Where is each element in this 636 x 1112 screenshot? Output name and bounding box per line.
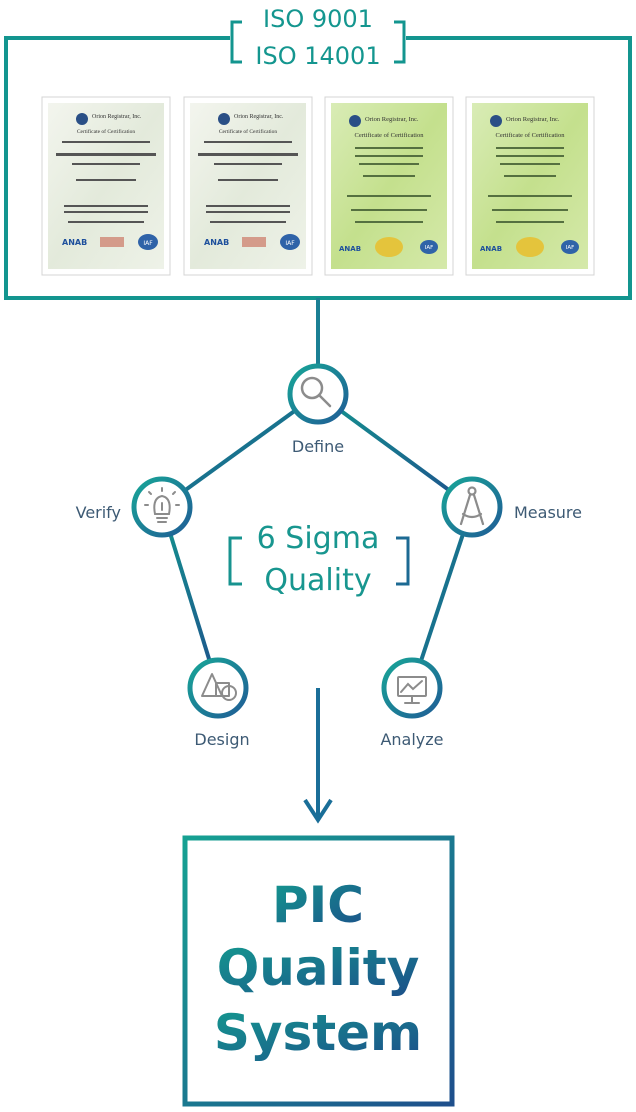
iso-14001-label: ISO 14001 — [255, 42, 380, 70]
iso-9001-label: ISO 9001 — [263, 5, 373, 33]
step-analyze: Analyze — [380, 657, 444, 749]
cert-issuer: Orion Registrar, Inc. — [506, 116, 560, 123]
pic-line1: PIC — [272, 876, 364, 934]
step-label-analyze: Analyze — [380, 730, 443, 749]
certificate-3: Orion Registrar, Inc. Certificate of Cer… — [324, 96, 454, 276]
iaf-mark: IAF — [425, 245, 434, 251]
cert-issuer: Orion Registrar, Inc. — [92, 114, 142, 120]
step-verify: Verify — [76, 476, 193, 538]
iaf-mark: IAF — [566, 245, 575, 251]
pic-line2: Quality — [217, 939, 420, 997]
sigma-line1: 6 Sigma — [257, 521, 380, 556]
lightbulb-icon — [144, 487, 180, 523]
certificate-1: Orion Registrar, Inc. Certificate of Cer… — [41, 96, 171, 276]
compass-icon — [459, 486, 485, 526]
cert-title: Certificate of Certification — [219, 128, 278, 135]
certificate-2: Orion Registrar, Inc. Certificate of Cer… — [183, 96, 313, 276]
iaf-mark: IAF — [285, 240, 295, 247]
cert-title: Certificate of Certification — [355, 132, 425, 139]
step-label-measure: Measure — [514, 503, 582, 522]
sigma-pentagon — [160, 392, 474, 690]
sigma-center: 6 Sigma Quality — [228, 521, 410, 598]
sigma-line2: Quality — [264, 563, 371, 598]
orion-logo-icon — [76, 113, 88, 125]
step-label-define: Define — [292, 437, 344, 456]
cert-title: Certificate of Certification — [496, 132, 566, 139]
cert-title: Certificate of Certification — [77, 128, 136, 135]
anab-mark: ANAB — [204, 238, 229, 247]
chart-monitor-icon — [397, 676, 427, 704]
iaf-mark: IAF — [143, 240, 153, 247]
anab-mark: ANAB — [339, 245, 361, 253]
shapes-icon — [201, 673, 237, 701]
pic-quality-box: PIC Quality System — [182, 835, 455, 1107]
step-label-design: Design — [194, 730, 249, 749]
anab-mark: ANAB — [62, 238, 87, 247]
pic-line3: System — [214, 1004, 422, 1062]
result-arrow — [303, 688, 333, 824]
orion-logo-icon — [490, 115, 502, 127]
cert-issuer: Orion Registrar, Inc. — [234, 114, 284, 120]
cert-issuer: Orion Registrar, Inc. — [365, 116, 419, 123]
step-define: Define — [287, 363, 349, 456]
orion-logo-icon — [218, 113, 230, 125]
magnifier-icon — [300, 376, 332, 408]
step-label-verify: Verify — [76, 503, 121, 522]
step-measure: Measure — [441, 476, 582, 538]
anab-mark: ANAB — [480, 245, 502, 253]
orion-logo-icon — [349, 115, 361, 127]
step-design: Design — [187, 657, 250, 749]
certificate-4: Orion Registrar, Inc. Certificate of Cer… — [465, 96, 595, 276]
